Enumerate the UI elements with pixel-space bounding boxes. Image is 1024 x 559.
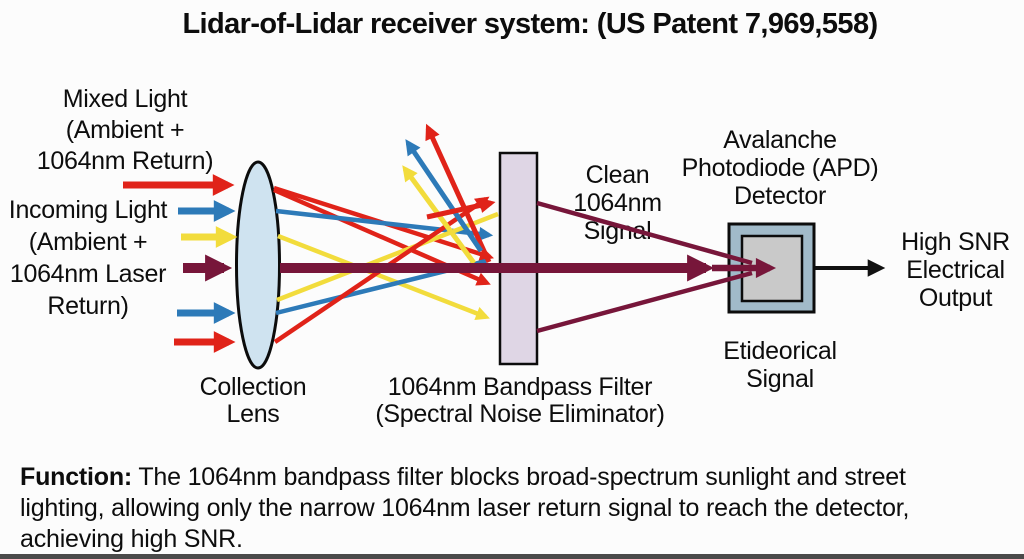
reflected-ambient-arrows <box>402 123 496 265</box>
function-caption: Function: The 1064nm bandpass filter blo… <box>20 462 1020 555</box>
focused-yellow-ray-1 <box>277 233 490 320</box>
incoming-light-label: Incoming Light (Ambient + 1064nm Laser R… <box>8 196 168 320</box>
incoming-light-arrows <box>123 174 238 353</box>
reflected-red-arrow <box>425 123 492 264</box>
signal-envelope-bottom <box>536 270 753 334</box>
high-snr-output-label: High SNR Electrical Output <box>901 228 1010 312</box>
bottom-edge-strip <box>0 554 1024 559</box>
clean-signal-label: Clean 1064nm Signal <box>573 161 662 245</box>
collection-lens-shape <box>235 160 281 370</box>
mixed-light-label: Mixed Light (Ambient + 1064nm Return) <box>36 85 214 175</box>
reflected-blue-arrow <box>405 139 484 253</box>
clean-signal-beam <box>280 200 777 334</box>
collection-lens-label: Collection Lens <box>199 373 307 428</box>
function-caption-text: The 1064nm bandpass filter blocks broad-… <box>20 463 910 553</box>
bandpass-filter-shape <box>498 151 539 366</box>
electrical-signal-label: Etideorical Signal <box>723 337 837 393</box>
function-caption-label: Function: <box>20 463 133 491</box>
bandpass-filter-label: 1064nm Bandpass Filter (Spectral Noise E… <box>375 373 665 428</box>
apd-detector-label: Avalanche Photodiode (APD) Detector <box>681 126 879 210</box>
diagram-title: Lidar-of-Lidar receiver system: (US Pate… <box>182 8 878 40</box>
scattered-red-arrow <box>426 197 496 220</box>
signal-envelope-top <box>536 200 753 266</box>
focused-yellow-ray-2 <box>276 211 499 303</box>
